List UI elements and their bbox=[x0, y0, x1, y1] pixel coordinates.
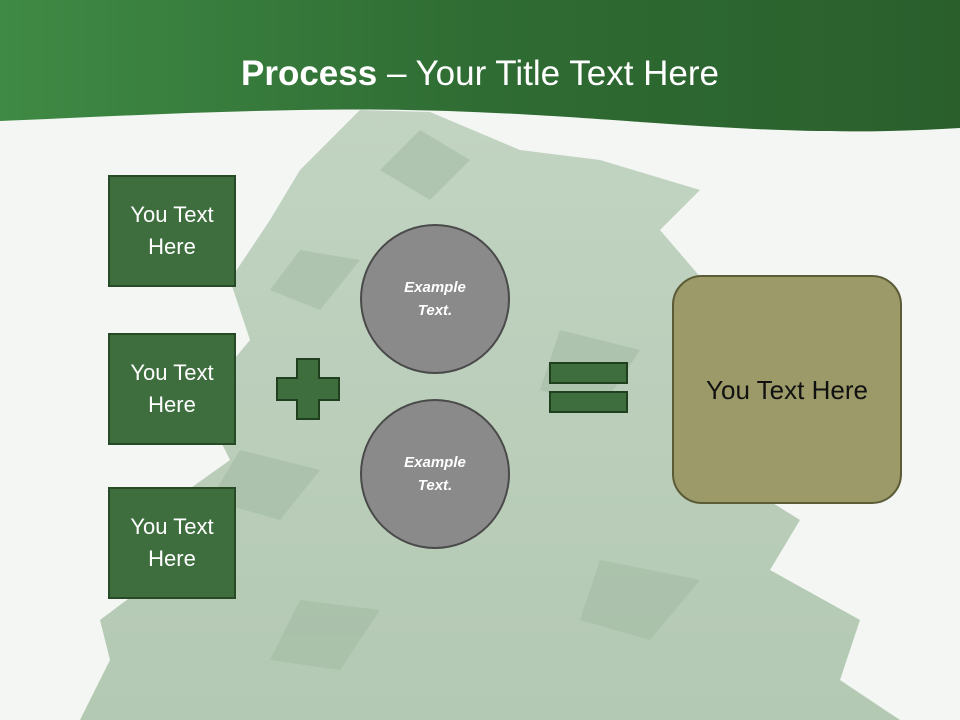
equals-icon bbox=[549, 362, 628, 413]
plus-icon bbox=[276, 358, 340, 420]
input-box-2: You Text Here bbox=[108, 333, 236, 445]
input-box-3: You Text Here bbox=[108, 487, 236, 599]
result-box: You Text Here bbox=[672, 275, 902, 504]
tree-silhouette bbox=[80, 110, 900, 720]
input-box-1: You Text Here bbox=[108, 175, 236, 287]
title-bold: Process bbox=[241, 54, 378, 93]
title-rest: – Your Title Text Here bbox=[377, 54, 719, 93]
example-circle-2: Example Text. bbox=[360, 399, 510, 549]
slide-title: Process – Your Title Text Here bbox=[0, 52, 960, 96]
example-circle-1: Example Text. bbox=[360, 224, 510, 374]
header-band bbox=[0, 0, 960, 132]
